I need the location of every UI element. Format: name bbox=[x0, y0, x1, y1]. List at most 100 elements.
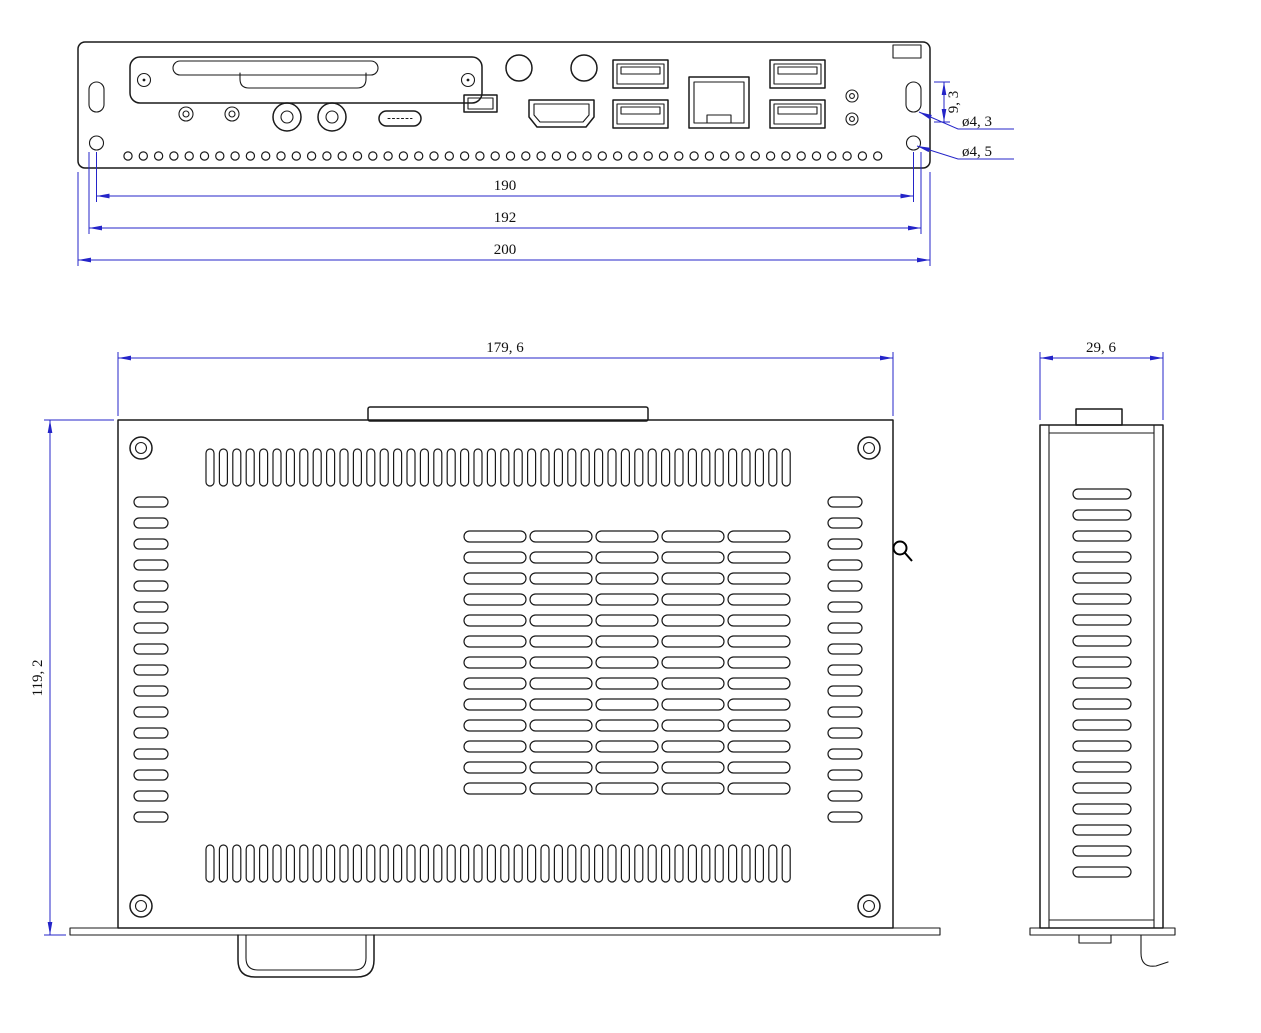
vent-slot bbox=[299, 448, 309, 487]
rear-panel-outline bbox=[77, 41, 931, 169]
vent-slot bbox=[827, 622, 863, 634]
magnifier-cursor-icon bbox=[892, 540, 913, 562]
vent-slot bbox=[366, 844, 376, 883]
vent-slot bbox=[406, 844, 416, 883]
vent-hole bbox=[352, 151, 363, 161]
vent-row-top bbox=[205, 448, 791, 487]
vent-hole bbox=[521, 151, 531, 161]
vent-slot bbox=[393, 844, 403, 883]
vent-hole bbox=[261, 151, 271, 161]
vent-slot bbox=[205, 448, 215, 487]
vent-slot bbox=[595, 761, 659, 774]
vent-hole bbox=[658, 151, 669, 161]
rear-panel-view bbox=[77, 41, 931, 169]
vent-slot bbox=[727, 740, 791, 753]
vent-slot bbox=[754, 448, 765, 487]
dim-label-179-6: 179, 6 bbox=[486, 340, 524, 356]
vent-slot bbox=[827, 496, 863, 508]
vent-slot bbox=[1072, 782, 1132, 794]
top-view-base-flange bbox=[69, 927, 941, 936]
vent-hole bbox=[276, 151, 286, 161]
vent-slot bbox=[727, 530, 791, 543]
vent-hole bbox=[444, 151, 454, 161]
vent-hole bbox=[567, 151, 577, 161]
vent-slot bbox=[463, 593, 527, 606]
vent-slot bbox=[473, 844, 483, 883]
vent-hole bbox=[674, 151, 684, 161]
vent-slot bbox=[379, 448, 389, 487]
vent-slot bbox=[827, 643, 863, 655]
mount-slot-left bbox=[88, 81, 105, 113]
vent-slot bbox=[218, 844, 228, 883]
vent-hole bbox=[720, 151, 730, 161]
vent-slot bbox=[446, 448, 456, 487]
vent-slot bbox=[674, 844, 684, 883]
vent-hole bbox=[153, 151, 164, 161]
audio-jack-2 bbox=[317, 102, 347, 132]
vent-slot bbox=[827, 538, 863, 550]
vent-slot bbox=[593, 448, 604, 487]
vent-slot bbox=[1072, 551, 1132, 563]
vent-slot bbox=[827, 811, 863, 823]
vent-slot bbox=[647, 844, 657, 883]
mount-hole-right bbox=[905, 135, 922, 151]
vent-slot bbox=[727, 448, 738, 487]
vent-slot bbox=[727, 614, 791, 627]
vent-slot bbox=[727, 572, 791, 585]
vent-slot bbox=[593, 844, 604, 883]
vent-hole bbox=[628, 151, 638, 161]
vent-slot bbox=[393, 448, 403, 487]
vent-slot bbox=[133, 643, 169, 655]
vent-hole bbox=[750, 151, 761, 161]
vent-slot bbox=[529, 698, 593, 711]
vent-slot bbox=[473, 448, 483, 487]
vent-slot bbox=[1072, 824, 1132, 836]
vent-slot bbox=[326, 448, 336, 487]
vent-slot bbox=[133, 706, 169, 718]
vent-slot bbox=[727, 719, 791, 732]
vent-hole bbox=[857, 151, 868, 161]
vent-slot bbox=[205, 844, 215, 883]
vent-slot bbox=[595, 530, 659, 543]
vent-slot bbox=[1072, 593, 1132, 605]
vent-slot bbox=[661, 530, 725, 543]
vent-slot bbox=[595, 782, 659, 795]
vent-slot bbox=[827, 559, 863, 571]
vent-slot bbox=[529, 635, 593, 648]
vent-slot bbox=[827, 601, 863, 613]
vent-slot bbox=[259, 844, 269, 883]
vent-slot bbox=[513, 844, 523, 883]
vent-slot bbox=[1072, 488, 1132, 500]
dim-label-29-6: 29, 6 bbox=[1086, 340, 1117, 356]
vent-hole bbox=[505, 151, 516, 161]
vent-slot bbox=[661, 677, 725, 690]
vent-slot bbox=[1072, 677, 1132, 689]
vent-slot bbox=[827, 706, 863, 718]
vent-slot bbox=[218, 448, 228, 487]
dim-label-dia-4-3: ø4, 3 bbox=[962, 114, 992, 130]
vent-slot bbox=[595, 635, 659, 648]
vent-hole bbox=[199, 151, 210, 161]
vent-slot bbox=[463, 551, 527, 564]
vent-slot bbox=[553, 844, 564, 883]
vent-hole bbox=[811, 151, 822, 161]
side-view-dimensions: 29, 6 bbox=[1039, 340, 1164, 420]
vent-slot bbox=[1072, 614, 1132, 626]
dim-label-190: 190 bbox=[494, 178, 517, 194]
vent-slot bbox=[460, 844, 470, 883]
vent-slot bbox=[1072, 635, 1132, 647]
vent-slot bbox=[661, 698, 725, 711]
vent-slot bbox=[1072, 719, 1132, 731]
vent-slot bbox=[379, 844, 389, 883]
vent-slot bbox=[727, 761, 791, 774]
dim-label-119-2: 119, 2 bbox=[30, 660, 46, 697]
vent-slot bbox=[1072, 845, 1132, 857]
vent-hole bbox=[781, 151, 791, 161]
vent-slot bbox=[661, 593, 725, 606]
vent-slot bbox=[595, 656, 659, 669]
plate-screw-left bbox=[136, 72, 152, 88]
vent-slot bbox=[727, 844, 738, 883]
vent-slot bbox=[661, 656, 725, 669]
vent-slot bbox=[768, 448, 778, 487]
